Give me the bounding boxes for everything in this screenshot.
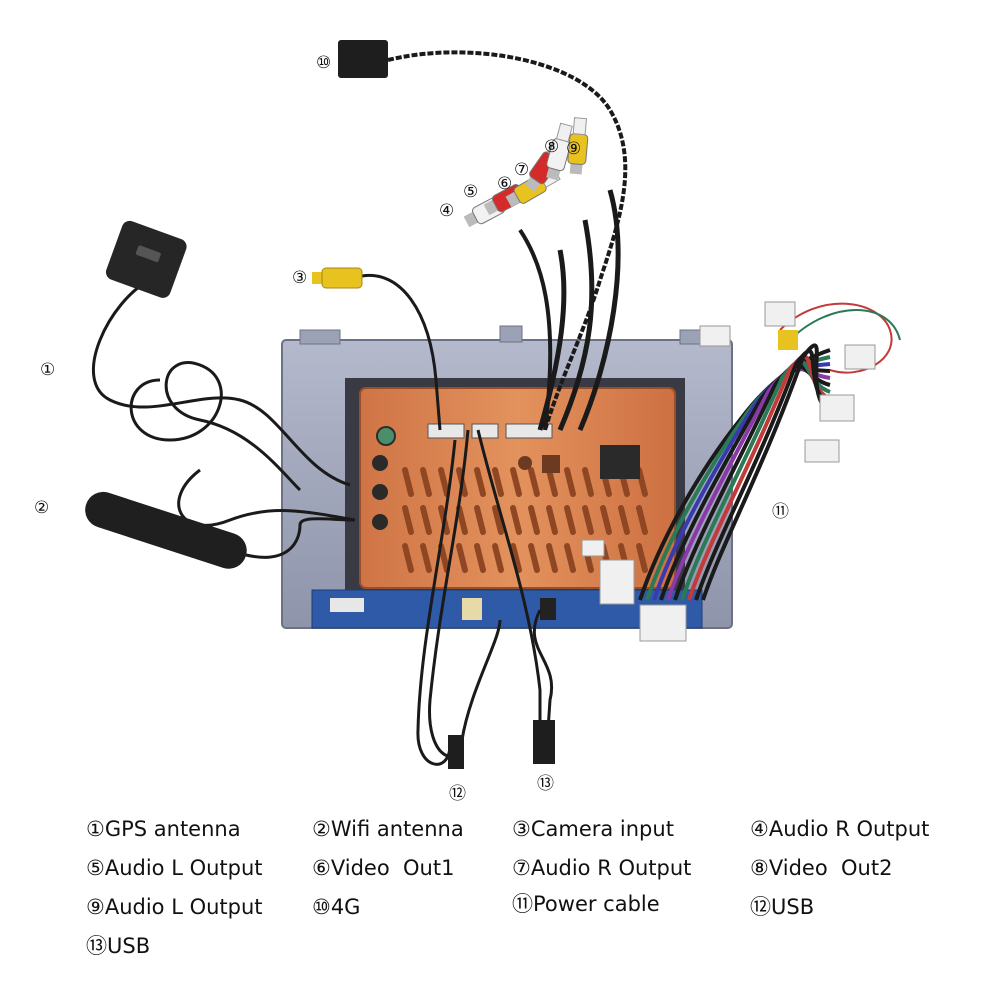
marker-11: ⑪ bbox=[772, 502, 789, 522]
marker-4: ④ bbox=[439, 201, 455, 221]
legend-audio-r-output-7: ⑦Audio R Output bbox=[512, 856, 692, 880]
legend-usb-12: ⑫USB bbox=[750, 895, 815, 919]
heatsink-board bbox=[359, 387, 676, 589]
usb-cable-13 bbox=[476, 429, 555, 764]
marker-7: ⑦ bbox=[514, 160, 530, 180]
marker-3: ③ bbox=[292, 268, 308, 288]
legend-video-out1: ⑥Video Out1 bbox=[312, 856, 455, 880]
gps-antenna bbox=[91, 220, 351, 492]
marker-9: ⑨ bbox=[566, 139, 582, 159]
marker-13: ⑬ bbox=[537, 774, 554, 794]
usb-cable-12 bbox=[416, 429, 502, 769]
legend-gps-antenna: ①GPS antenna bbox=[86, 817, 241, 841]
legend-audio-l-output-5: ⑤Audio L Output bbox=[86, 856, 263, 880]
marker-1: ① bbox=[40, 360, 56, 380]
legend-4g: ⑩4G bbox=[312, 895, 361, 919]
legend-audio-r-output-4: ④Audio R Output bbox=[750, 817, 930, 841]
legend-audio-l-output-9: ⑨Audio L Output bbox=[86, 895, 263, 919]
head-unit-illustration bbox=[85, 40, 901, 769]
wifi-antenna bbox=[85, 468, 356, 569]
legend-video-out2: ⑧Video Out2 bbox=[750, 856, 893, 880]
4g-cable bbox=[338, 40, 628, 431]
marker-10: ⑩ bbox=[316, 53, 332, 73]
marker-5: ⑤ bbox=[463, 182, 479, 202]
legend-usb-13: ⑬USB bbox=[86, 934, 151, 958]
legend-wifi-antenna: ②Wifi antenna bbox=[312, 817, 464, 841]
camera-input-cable bbox=[312, 267, 442, 431]
legend-power-cable: ⑪Power cable bbox=[512, 892, 660, 916]
wiring-diagram: ① ② ③ ④ ⑤ ⑥ ⑦ ⑧ ⑨ ⑩ ⑪ ⑫ ⑬ bbox=[34, 40, 901, 804]
rca-bundle bbox=[463, 117, 621, 431]
marker-12: ⑫ bbox=[449, 784, 466, 804]
pcb-strip bbox=[311, 589, 703, 629]
marker-8: ⑧ bbox=[544, 137, 560, 157]
legend-camera-input: ③Camera input bbox=[512, 817, 674, 841]
marker-6: ⑥ bbox=[497, 174, 513, 194]
power-harness bbox=[581, 301, 901, 642]
marker-2: ② bbox=[34, 498, 50, 518]
